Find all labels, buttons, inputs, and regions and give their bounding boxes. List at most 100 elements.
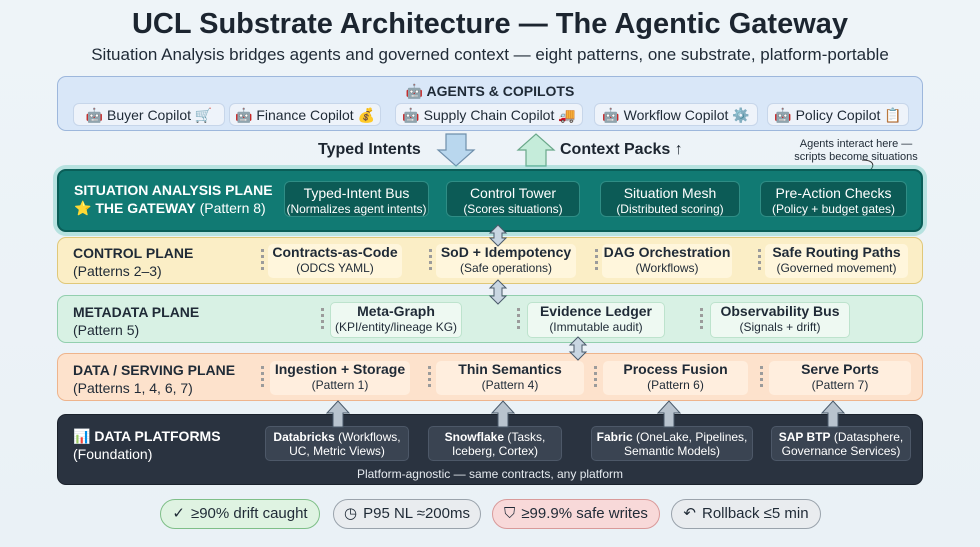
situation-mesh-box[interactable]: Situation Mesh (Distributed scoring) bbox=[600, 181, 740, 217]
shield-icon: ⛉ bbox=[504, 505, 516, 522]
agents-plane: 🤖 AGENTS & COPILOTS 🤖 Buyer Copilot 🛒 🤖 … bbox=[57, 76, 923, 131]
typed-intent-bus-box[interactable]: Typed-Intent Bus (Normalizes agent inten… bbox=[284, 181, 429, 217]
pre-action-checks-box[interactable]: Pre-Action Checks (Policy + budget gates… bbox=[760, 181, 907, 217]
ingestion-storage-box[interactable]: Ingestion + Storage (Pattern 1) bbox=[270, 361, 410, 395]
dag-orchestration-box[interactable]: DAG Orchestration (Workflows) bbox=[602, 244, 732, 278]
platform-snowflake-line1: (Tasks, bbox=[504, 430, 546, 444]
typed-intent-bus-sub: (Normalizes agent intents) bbox=[286, 202, 427, 216]
data-label-line2: (Patterns 1, 4, 6, 7) bbox=[73, 380, 193, 396]
divider bbox=[517, 308, 520, 330]
gateway-plane-label: SITUATION ANALYSIS PLANE ⭐ THE GATEWAY (… bbox=[74, 181, 273, 217]
process-fusion-title: Process Fusion bbox=[623, 361, 728, 377]
agent-finance-copilot[interactable]: 🤖 Finance Copilot 💰 bbox=[229, 103, 381, 126]
platforms-label-line1: 📊 DATA PLATFORMS bbox=[73, 428, 221, 444]
sod-idempotency-box[interactable]: SoD + Idempotency (Safe operations) bbox=[436, 244, 576, 278]
connector-sap-serve bbox=[820, 400, 846, 428]
divider bbox=[261, 249, 264, 271]
divider bbox=[760, 366, 763, 388]
platform-databricks[interactable]: Databricks (Workflows, UC, Metric Views) bbox=[265, 426, 409, 461]
serve-ports-sub: (Pattern 7) bbox=[811, 378, 869, 392]
control-label-line1: CONTROL PLANE bbox=[73, 245, 194, 261]
metadata-label-line2: (Pattern 5) bbox=[73, 322, 140, 338]
gateway-note-line1: Agents interact here — bbox=[799, 138, 913, 150]
gateway-label-pattern: (Pattern 8) bbox=[199, 200, 266, 216]
contracts-as-code-title: Contracts-as-Code bbox=[272, 244, 398, 260]
observability-bus-sub: (Signals + drift) bbox=[739, 320, 821, 334]
metadata-label-line1: METADATA PLANE bbox=[73, 304, 200, 320]
sod-idempotency-sub: (Safe operations) bbox=[459, 261, 553, 275]
platforms-label-line2: (Foundation) bbox=[73, 446, 153, 462]
process-fusion-sub: (Pattern 6) bbox=[647, 378, 704, 392]
evidence-ledger-title: Evidence Ledger bbox=[539, 303, 653, 319]
observability-bus-title: Observability Bus bbox=[720, 303, 840, 319]
data-label-line1: DATA / SERVING PLANE bbox=[73, 362, 236, 378]
dag-orchestration-title: DAG Orchestration bbox=[603, 244, 731, 260]
divider bbox=[700, 308, 703, 330]
badge-rollback: ↶Rollback ≤5 min bbox=[671, 499, 821, 529]
platform-sap-btp-name: SAP BTP bbox=[778, 430, 831, 444]
badge-safe-writes-label: ≥99.9% safe writes bbox=[521, 505, 648, 522]
gateway-note-line2: scripts become situations bbox=[794, 151, 918, 163]
platform-snowflake[interactable]: Snowflake (Tasks, Iceberg, Cortex) bbox=[428, 426, 562, 461]
thin-semantics-box[interactable]: Thin Semantics (Pattern 4) bbox=[436, 361, 584, 395]
page-title: UCL Substrate Architecture — The Agentic… bbox=[131, 8, 849, 40]
control-tower-title: Control Tower bbox=[469, 185, 557, 201]
agent-buyer-copilot[interactable]: 🤖 Buyer Copilot 🛒 bbox=[73, 103, 225, 126]
agent-workflow-copilot[interactable]: 🤖 Workflow Copilot ⚙️ bbox=[594, 103, 758, 126]
serve-ports-box[interactable]: Serve Ports (Pattern 7) bbox=[769, 361, 911, 395]
connector-fabric-fusion bbox=[656, 400, 682, 428]
platform-databricks-line1: (Workflows, bbox=[334, 430, 401, 444]
evidence-ledger-box[interactable]: Evidence Ledger (Immutable audit) bbox=[527, 302, 665, 338]
agent-supply-chain-copilot[interactable]: 🤖 Supply Chain Copilot 🚚 bbox=[395, 103, 583, 126]
badge-drift-label: ≥90% drift caught bbox=[190, 505, 308, 522]
badge-p95-latency: ◷P95 NL ≈200ms bbox=[333, 499, 481, 529]
meta-graph-box[interactable]: Meta-Graph (KPI/entity/lineage KG) bbox=[330, 302, 462, 338]
sod-idempotency-title: SoD + Idempotency bbox=[440, 244, 572, 260]
divider bbox=[595, 249, 598, 271]
situation-mesh-title: Situation Mesh bbox=[623, 185, 717, 201]
observability-bus-box[interactable]: Observability Bus (Signals + drift) bbox=[710, 302, 850, 338]
control-plane: CONTROL PLANE (Patterns 2–3) Contracts-a… bbox=[57, 237, 923, 284]
platform-sap-btp-line1: (Datasphere, bbox=[830, 430, 904, 444]
connector-metadata-data bbox=[568, 336, 588, 361]
platform-sap-btp-line2: Governance Services) bbox=[781, 444, 901, 458]
process-fusion-box[interactable]: Process Fusion (Pattern 6) bbox=[603, 361, 748, 395]
metadata-plane-label: METADATA PLANE (Pattern 5) bbox=[73, 303, 199, 339]
contracts-as-code-sub: (ODCS YAML) bbox=[296, 261, 374, 275]
platform-fabric-line2: Semantic Models) bbox=[623, 444, 721, 458]
context-packs-label: Context Packs ↑ bbox=[560, 141, 683, 158]
clock-icon: ◷ bbox=[344, 505, 358, 522]
contracts-as-code-box[interactable]: Contracts-as-Code (ODCS YAML) bbox=[268, 244, 402, 278]
thin-semantics-sub: (Pattern 4) bbox=[481, 378, 539, 392]
platforms-footer: Platform-agnostic — same contracts, any … bbox=[356, 467, 624, 481]
control-label-line2: (Patterns 2–3) bbox=[73, 263, 162, 279]
connector-control-metadata bbox=[488, 279, 508, 305]
platforms-plane-label: 📊 DATA PLATFORMS (Foundation) bbox=[73, 427, 221, 463]
control-tower-sub: (Scores situations) bbox=[463, 202, 563, 216]
platform-databricks-name: Databricks bbox=[273, 430, 335, 444]
gateway-label-line1: SITUATION ANALYSIS PLANE bbox=[74, 182, 273, 198]
evidence-ledger-sub: (Immutable audit) bbox=[549, 320, 643, 334]
typed-intents-arrow bbox=[436, 133, 476, 167]
thin-semantics-title: Thin Semantics bbox=[458, 361, 562, 377]
platform-sap-btp[interactable]: SAP BTP (Datasphere, Governance Services… bbox=[771, 426, 911, 461]
safe-routing-paths-sub: (Governed movement) bbox=[776, 261, 897, 275]
control-plane-label: CONTROL PLANE (Patterns 2–3) bbox=[73, 244, 193, 280]
situation-analysis-plane: SITUATION ANALYSIS PLANE ⭐ THE GATEWAY (… bbox=[57, 169, 923, 232]
control-tower-box[interactable]: Control Tower (Scores situations) bbox=[446, 181, 580, 217]
safe-routing-paths-box[interactable]: Safe Routing Paths (Governed movement) bbox=[765, 244, 908, 278]
divider bbox=[261, 366, 264, 388]
pre-action-checks-sub: (Policy + budget gates) bbox=[771, 202, 896, 216]
badge-drift-caught: ✓≥90% drift caught bbox=[160, 499, 320, 529]
data-plane-label: DATA / SERVING PLANE (Patterns 1, 4, 6, … bbox=[73, 361, 235, 397]
connector-snowflake-semantics bbox=[490, 400, 516, 428]
metadata-plane: METADATA PLANE (Pattern 5) Meta-Graph (K… bbox=[57, 295, 923, 343]
pre-action-checks-title: Pre-Action Checks bbox=[775, 185, 892, 201]
serve-ports-title: Serve Ports bbox=[801, 361, 879, 377]
platform-fabric-line1: (OneLake, Pipelines, bbox=[632, 430, 748, 444]
agent-policy-copilot[interactable]: 🤖 Policy Copilot 📋 bbox=[767, 103, 909, 126]
connector-databricks-ingestion bbox=[325, 400, 351, 428]
connector-gateway-control bbox=[488, 224, 508, 247]
typed-intents-label: Typed Intents bbox=[318, 141, 421, 158]
